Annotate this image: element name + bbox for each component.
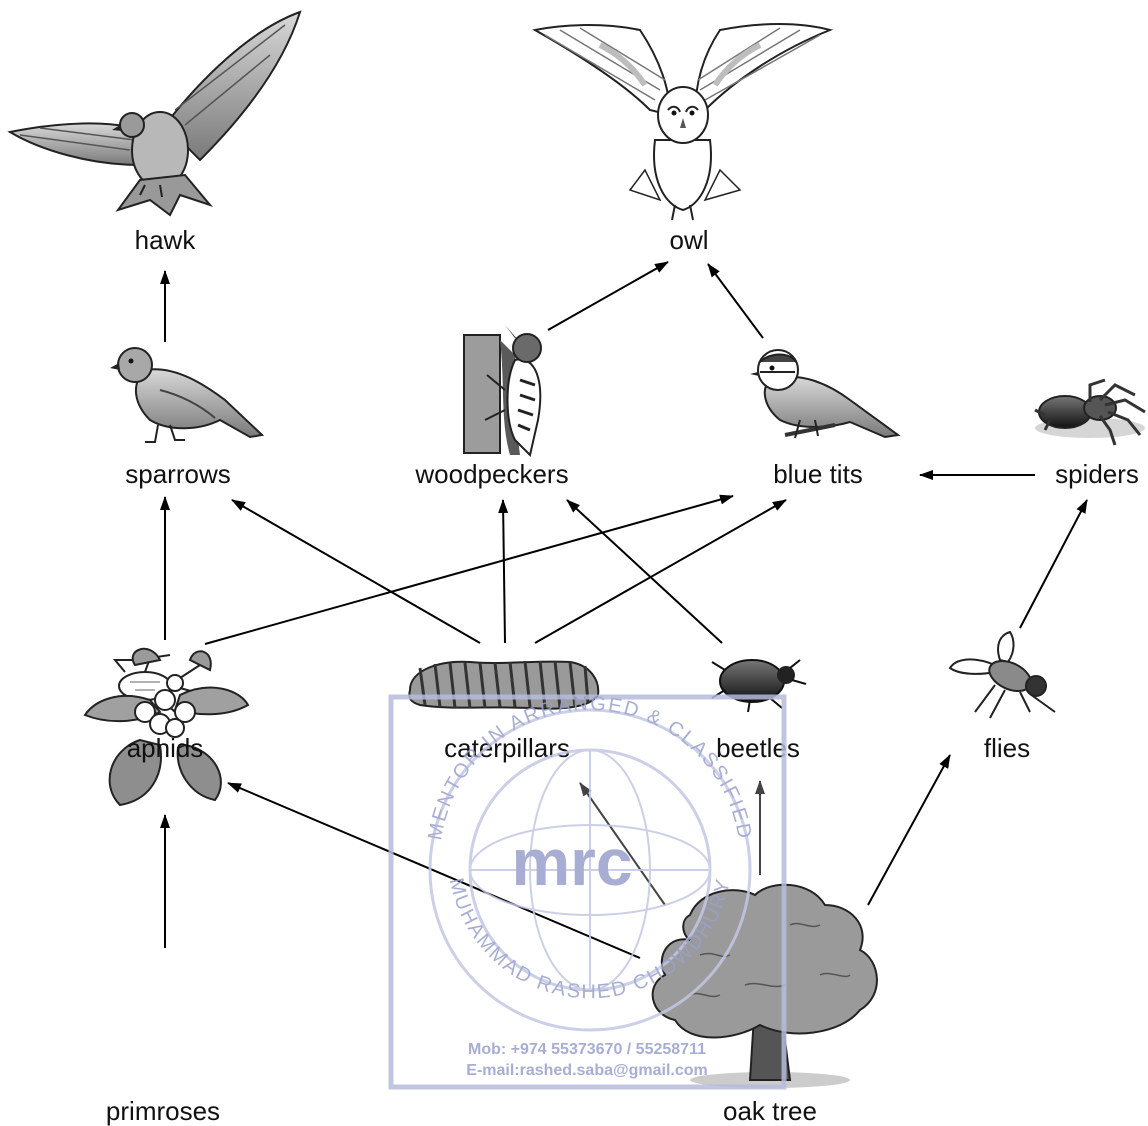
beetles-label: beetles (716, 733, 800, 763)
sparrows-label: sparrows (125, 459, 230, 489)
arrow-caterpillars-to-blue-tits (535, 500, 786, 643)
owl-picture (535, 24, 830, 220)
arrow-caterpillars-to-sparrows (232, 500, 480, 643)
watermark-email: E-mail:rashed.saba@gmail.com (466, 1062, 707, 1079)
primrose-picture (85, 649, 248, 805)
owl-label: owl (669, 225, 708, 255)
arrow-caterpillars-to-woodpeckers (503, 500, 505, 643)
primroses-label: primroses (106, 1096, 220, 1126)
arrow-woodpeckers-to-owl (548, 262, 668, 330)
aphids-label: aphids (127, 733, 204, 763)
arrow-flies-to-spiders (1020, 500, 1087, 628)
blue-tits-label: blue tits (773, 459, 863, 489)
flies-label: flies (984, 733, 1030, 763)
hawk-picture (10, 12, 300, 215)
spider-picture (1035, 380, 1145, 445)
hawk-label: hawk (135, 225, 197, 255)
arrow-oak-tree-to-flies (868, 755, 950, 905)
fly-picture (950, 632, 1055, 718)
watermark-logo: mrc (511, 825, 632, 899)
watermark-mobile: Mob: +974 55373670 / 55258711 (468, 1041, 706, 1058)
arrow-aphids-to-blue-tits (205, 496, 733, 644)
woodpeckers-label: woodpeckers (414, 459, 568, 489)
oak-tree-label: oak tree (723, 1096, 817, 1126)
arrow-blue-tits-to-owl (708, 264, 763, 338)
blue-tit-picture (750, 350, 898, 438)
beetle-picture (712, 660, 806, 712)
sparrow-picture (110, 348, 262, 442)
spiders-label: spiders (1055, 459, 1139, 489)
woodpecker-picture (464, 325, 541, 455)
